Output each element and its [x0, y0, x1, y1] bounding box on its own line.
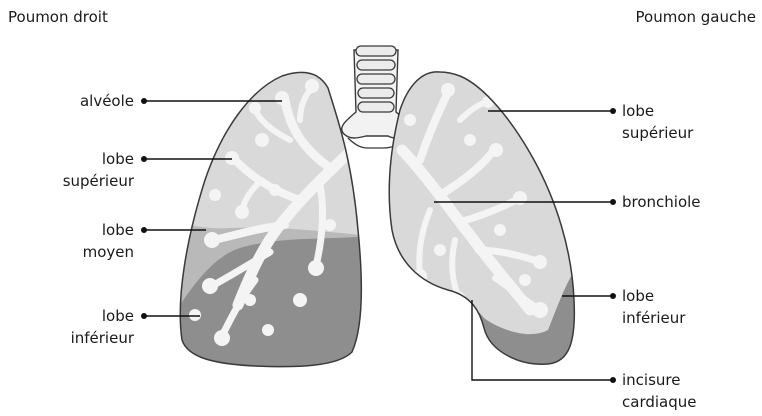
label-dot	[141, 98, 147, 104]
right-lung	[170, 60, 370, 380]
right-lung-header: Poumon droit	[8, 6, 108, 28]
label-line: lobe	[622, 100, 693, 122]
label-dot	[610, 377, 616, 383]
label-line: cardiaque	[622, 391, 696, 413]
label-line: lobe	[63, 148, 134, 170]
label-line: lobe	[622, 285, 685, 307]
label-line: bronchiole	[622, 191, 701, 213]
label-line: supérieur	[622, 122, 693, 144]
label-left-lower-lobe: lobe inférieur	[622, 285, 685, 329]
label-right-lower-lobe: lobe inférieur	[71, 305, 134, 349]
label-dot	[610, 199, 616, 205]
label-line: incisure	[622, 369, 696, 391]
label-dot	[141, 313, 147, 319]
label-right-upper-lobe: lobe supérieur	[63, 148, 134, 192]
label-left-upper-lobe: lobe supérieur	[622, 100, 693, 144]
label-line: lobe	[71, 305, 134, 327]
label-line: inférieur	[622, 307, 685, 329]
label-line: supérieur	[63, 170, 134, 192]
label-bronchiole: bronchiole	[622, 191, 701, 213]
label-dot	[610, 293, 616, 299]
label-alveole: alvéole	[80, 90, 134, 112]
label-line: alvéole	[80, 90, 134, 112]
label-dot	[610, 108, 616, 114]
left-lung-header: Poumon gauche	[636, 6, 756, 28]
label-right-middle-lobe: lobe moyen	[83, 219, 134, 263]
label-cardiac-notch: incisure cardiaque	[622, 369, 696, 413]
label-line: lobe	[83, 219, 134, 241]
label-line: moyen	[83, 241, 134, 263]
label-line: inférieur	[71, 327, 134, 349]
label-dot	[141, 227, 147, 233]
label-dot	[141, 156, 147, 162]
